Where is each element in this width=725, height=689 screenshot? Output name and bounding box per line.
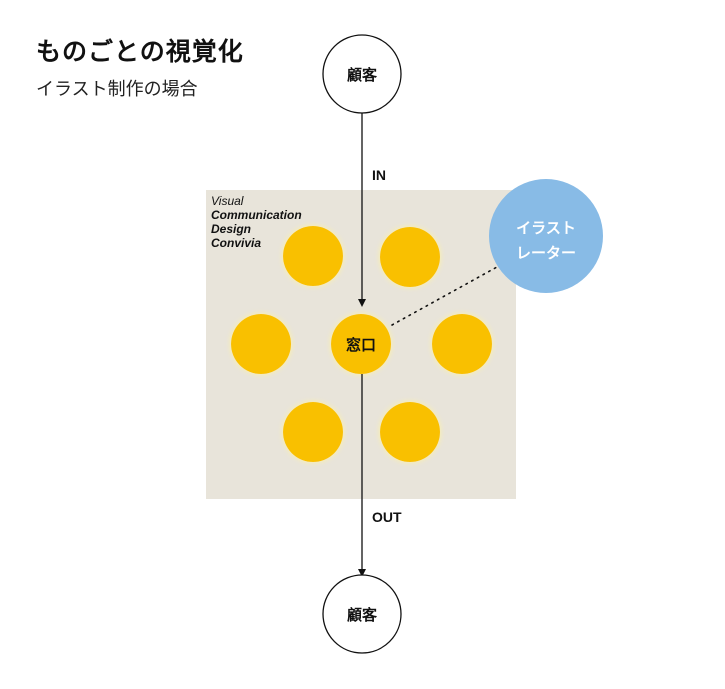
brand-line: Visual bbox=[211, 194, 244, 208]
staff-node bbox=[231, 314, 291, 374]
illustrator-node bbox=[489, 179, 603, 293]
page-title: ものごとの視覚化 bbox=[36, 37, 244, 66]
customer-top-label: 顧客 bbox=[347, 66, 378, 84]
in-label: IN bbox=[372, 167, 386, 183]
staff-node bbox=[283, 226, 343, 286]
out-arrowhead bbox=[358, 569, 366, 577]
staff-node bbox=[380, 402, 440, 462]
brand-logo: Visual Communication Design Convivia bbox=[211, 194, 302, 250]
brand-line: Design bbox=[211, 222, 252, 236]
customer-top-node bbox=[322, 34, 402, 114]
brand-line: Communication bbox=[211, 208, 302, 222]
window-label: 窓口 bbox=[346, 336, 376, 354]
illustrator-label-2: レーター bbox=[516, 244, 576, 262]
out-label: OUT bbox=[372, 509, 402, 525]
customer-bottom-node bbox=[322, 574, 402, 654]
window-node bbox=[331, 314, 391, 374]
illustrator-label-1: イラスト bbox=[516, 219, 576, 237]
brand-line: Convivia bbox=[211, 236, 262, 250]
page-subtitle: イラスト制作の場合 bbox=[36, 79, 198, 100]
in-arrowhead bbox=[358, 299, 366, 307]
staff-node bbox=[283, 402, 343, 462]
customer-bottom-label: 顧客 bbox=[347, 606, 378, 624]
staff-node bbox=[432, 314, 492, 374]
staff-node bbox=[380, 227, 440, 287]
illustrator-link bbox=[391, 266, 498, 326]
